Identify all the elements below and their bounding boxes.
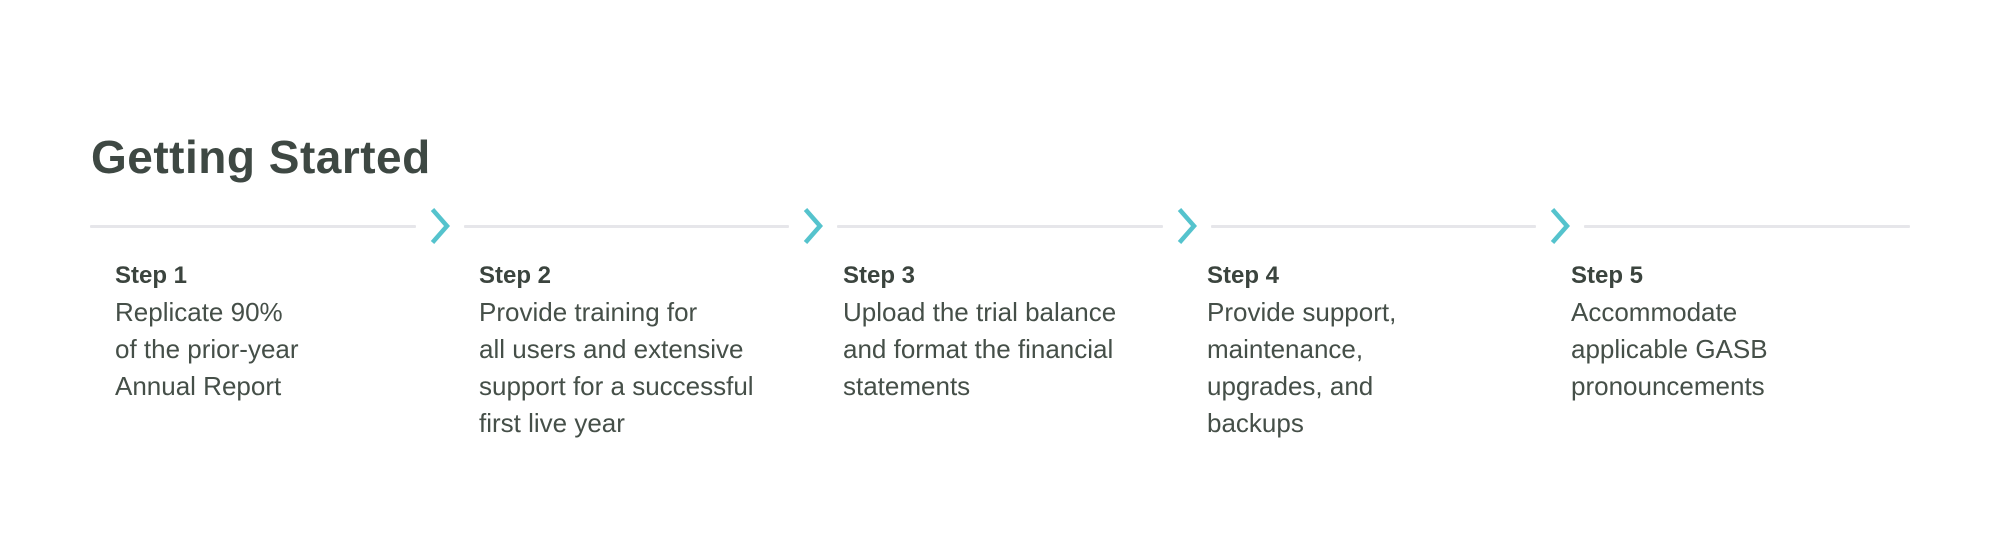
step-3-description: Upload the trial balance and format the … (843, 297, 1117, 401)
step-1-label: Step 1 (115, 262, 188, 289)
chevron-right-icon (803, 207, 824, 245)
timeline-segment (463, 224, 790, 228)
timeline-segment (837, 224, 1163, 228)
step-2-label: Step 2 (479, 262, 552, 289)
timeline-segment (1584, 224, 1910, 228)
step-1-cell: Step 1 Replicate 90% of the prior-year A… (90, 258, 454, 442)
chevron-right-icon (1550, 207, 1571, 245)
step-3-cell: Step 3 Upload the trial balance and form… (818, 258, 1182, 442)
chevron-right-icon (1177, 207, 1197, 245)
step-5-description: Accommodate applicable GASB pronouncemen… (1571, 297, 1768, 401)
step-4-label: Step 4 (1207, 262, 1280, 289)
step-2-cell: Step 2 Provide training for all users an… (454, 258, 818, 442)
process-timeline (90, 206, 1910, 246)
timeline-segment (1210, 224, 1537, 228)
step-3-label: Step 3 (843, 262, 916, 289)
steps-row: Step 1 Replicate 90% of the prior-year A… (90, 258, 1910, 442)
step-4-description: Provide support, maintenance, upgrades, … (1207, 297, 1397, 438)
page-title: Getting Started (91, 130, 431, 183)
step-5-cell: Step 5 Accommodate applicable GASB prono… (1546, 258, 1910, 442)
step-5-label: Step 5 (1571, 262, 1644, 289)
timeline-segment (90, 224, 416, 228)
step-2-description: Provide training for all users and exten… (479, 297, 754, 438)
chevron-right-icon (430, 207, 450, 245)
step-4-cell: Step 4 Provide support, maintenance, upg… (1182, 258, 1546, 442)
step-1-description: Replicate 90% of the prior-year Annual R… (115, 297, 299, 401)
